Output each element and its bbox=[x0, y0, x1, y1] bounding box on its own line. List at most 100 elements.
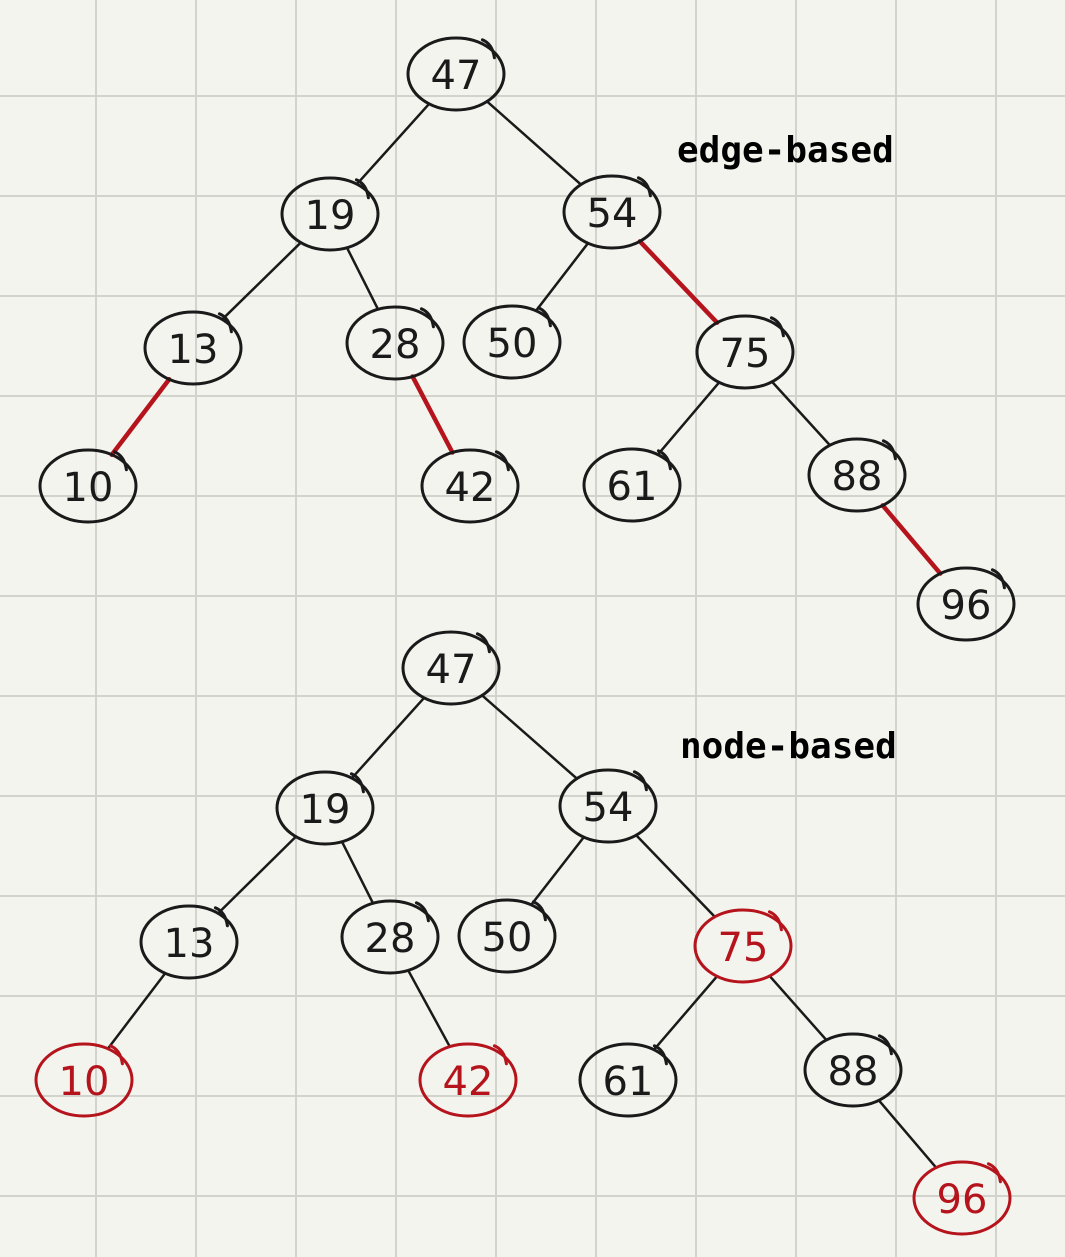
node-based-label: node-based bbox=[680, 726, 897, 767]
edge-tree-node-13: 13 bbox=[143, 310, 243, 386]
node-tree-node-42-circle bbox=[418, 1042, 518, 1118]
node-tree-node-19-label: 19 bbox=[300, 787, 351, 833]
node-tree-node-75-stroke bbox=[767, 910, 783, 932]
node-tree-edge-19-28 bbox=[340, 840, 375, 905]
edge-tree-node-61-stroke bbox=[656, 449, 672, 471]
edge-tree-node-50-label: 50 bbox=[487, 321, 538, 367]
edge-tree-node-47: 47 bbox=[406, 36, 506, 112]
node-tree-node-42-stroke bbox=[492, 1044, 508, 1066]
edge-tree-edge-75-88 bbox=[770, 380, 832, 447]
node-tree-node-50-label: 50 bbox=[482, 915, 533, 961]
edge-tree-node-96-circle bbox=[916, 566, 1016, 642]
edge-tree-node-42: 42 bbox=[420, 448, 520, 524]
node-tree-node-88: 88 bbox=[803, 1032, 903, 1108]
node-tree-node-10-label: 10 bbox=[59, 1059, 110, 1105]
node-tree-node-88-stroke bbox=[877, 1034, 893, 1056]
node-tree-node-96: 96 bbox=[912, 1160, 1012, 1236]
node-tree-node-28-circle bbox=[340, 899, 440, 975]
node-tree-edge-88-96 bbox=[877, 1099, 938, 1169]
edge-tree-node-28-stroke bbox=[419, 307, 435, 329]
node-tree-node-13-stroke bbox=[213, 906, 229, 928]
edge-tree-node-75-stroke bbox=[769, 316, 785, 338]
node-tree-node-28: 28 bbox=[340, 899, 440, 975]
edge-tree-node-19-stroke bbox=[354, 178, 370, 200]
node-tree-edge-47-54 bbox=[480, 694, 579, 780]
edge-tree-node-50-circle bbox=[462, 304, 562, 380]
edge-tree-node-10-stroke bbox=[112, 450, 128, 472]
node-tree-node-54: 54 bbox=[558, 768, 658, 844]
edge-tree-edge-19-28 bbox=[345, 246, 380, 311]
node-tree-node-61-stroke bbox=[652, 1044, 668, 1066]
edge-tree-node-13-circle bbox=[143, 310, 243, 386]
node-tree-node-75-circle bbox=[693, 908, 793, 984]
node-tree-node-19-circle bbox=[275, 770, 375, 846]
node-tree-node-96-circle bbox=[912, 1160, 1012, 1236]
edge-tree-node-28-circle bbox=[345, 305, 445, 381]
node-tree-node-28-stroke bbox=[414, 901, 430, 923]
edge-tree-node-75: 75 bbox=[695, 314, 795, 390]
node-tree-node-88-label: 88 bbox=[828, 1049, 879, 1095]
edge-tree-node-54: 54 bbox=[562, 174, 662, 250]
edge-tree-node-50-stroke bbox=[536, 306, 552, 328]
edge-tree-node-42-stroke bbox=[494, 450, 510, 472]
edge-tree-edge-54-75 bbox=[637, 239, 720, 325]
node-tree-edge-28-42 bbox=[406, 969, 452, 1048]
edge-tree-node-28-label: 28 bbox=[370, 322, 421, 368]
edge-tree-node-75-label: 75 bbox=[720, 331, 771, 377]
edge-tree-node-19-label: 19 bbox=[305, 193, 356, 239]
node-tree-node-61-label: 61 bbox=[603, 1059, 654, 1105]
edge-tree-node-96-label: 96 bbox=[941, 583, 992, 629]
node-tree-edge-75-88 bbox=[768, 974, 828, 1042]
edge-tree-node-61: 61 bbox=[582, 447, 682, 523]
edge-tree-node-47-stroke bbox=[480, 38, 496, 60]
node-tree-node-61-circle bbox=[578, 1042, 678, 1118]
edge-tree-node-50: 50 bbox=[462, 304, 562, 380]
node-tree-edge-54-75 bbox=[634, 833, 717, 919]
edge-tree-node-54-label: 54 bbox=[587, 191, 638, 237]
node-tree-node-50-stroke bbox=[531, 900, 547, 922]
node-tree-edge-19-13 bbox=[216, 835, 298, 915]
node-tree-node-13-circle bbox=[139, 904, 239, 980]
edge-based-tree: 47 19 54 13 28 50 75 10 42 61 88 96 bbox=[38, 36, 1016, 642]
edge-tree-node-19: 19 bbox=[280, 176, 380, 252]
edge-tree-node-88-stroke bbox=[881, 439, 897, 461]
edge-tree-node-88-circle bbox=[807, 437, 907, 513]
edge-tree-node-54-stroke bbox=[636, 176, 652, 198]
edge-tree-node-28: 28 bbox=[345, 305, 445, 381]
edge-tree-node-47-label: 47 bbox=[431, 53, 482, 99]
edge-tree-edge-13-10 bbox=[109, 377, 172, 457]
edge-tree-node-13-stroke bbox=[217, 312, 233, 334]
edge-tree-node-42-circle bbox=[420, 448, 520, 524]
edge-tree-edge-54-50 bbox=[534, 241, 590, 313]
node-tree-node-13: 13 bbox=[139, 904, 239, 980]
node-tree-node-88-circle bbox=[803, 1032, 903, 1108]
edge-tree-node-96-stroke bbox=[990, 568, 1006, 590]
node-tree-edge-47-19 bbox=[350, 696, 426, 780]
node-tree-node-13-label: 13 bbox=[164, 921, 215, 967]
edge-tree-node-42-label: 42 bbox=[445, 465, 496, 511]
edge-tree-node-10: 10 bbox=[38, 448, 138, 524]
edge-tree-node-88: 88 bbox=[807, 437, 907, 513]
edge-tree-edge-47-54 bbox=[485, 100, 583, 186]
edge-tree-edge-88-96 bbox=[880, 503, 943, 576]
node-tree-node-50: 50 bbox=[457, 898, 557, 974]
edge-tree-node-88-label: 88 bbox=[832, 454, 883, 500]
edge-tree-edge-47-19 bbox=[355, 102, 431, 186]
node-tree-node-75: 75 bbox=[693, 908, 793, 984]
node-tree-edge-13-10 bbox=[106, 972, 167, 1050]
edge-tree-node-96: 96 bbox=[916, 566, 1016, 642]
node-tree-node-42: 42 bbox=[418, 1042, 518, 1118]
node-tree-node-54-stroke bbox=[632, 770, 648, 792]
node-tree-node-42-label: 42 bbox=[443, 1059, 494, 1105]
node-tree-node-10-circle bbox=[34, 1042, 134, 1118]
node-tree-node-19: 19 bbox=[275, 770, 375, 846]
node-tree-node-75-label: 75 bbox=[718, 925, 769, 971]
node-tree-node-10: 10 bbox=[34, 1042, 134, 1118]
node-tree-node-10-stroke bbox=[108, 1044, 124, 1066]
node-tree-node-28-label: 28 bbox=[365, 916, 416, 962]
edge-tree-node-10-label: 10 bbox=[63, 465, 114, 511]
edge-tree-node-10-circle bbox=[38, 448, 138, 524]
edge-tree-node-75-circle bbox=[695, 314, 795, 390]
